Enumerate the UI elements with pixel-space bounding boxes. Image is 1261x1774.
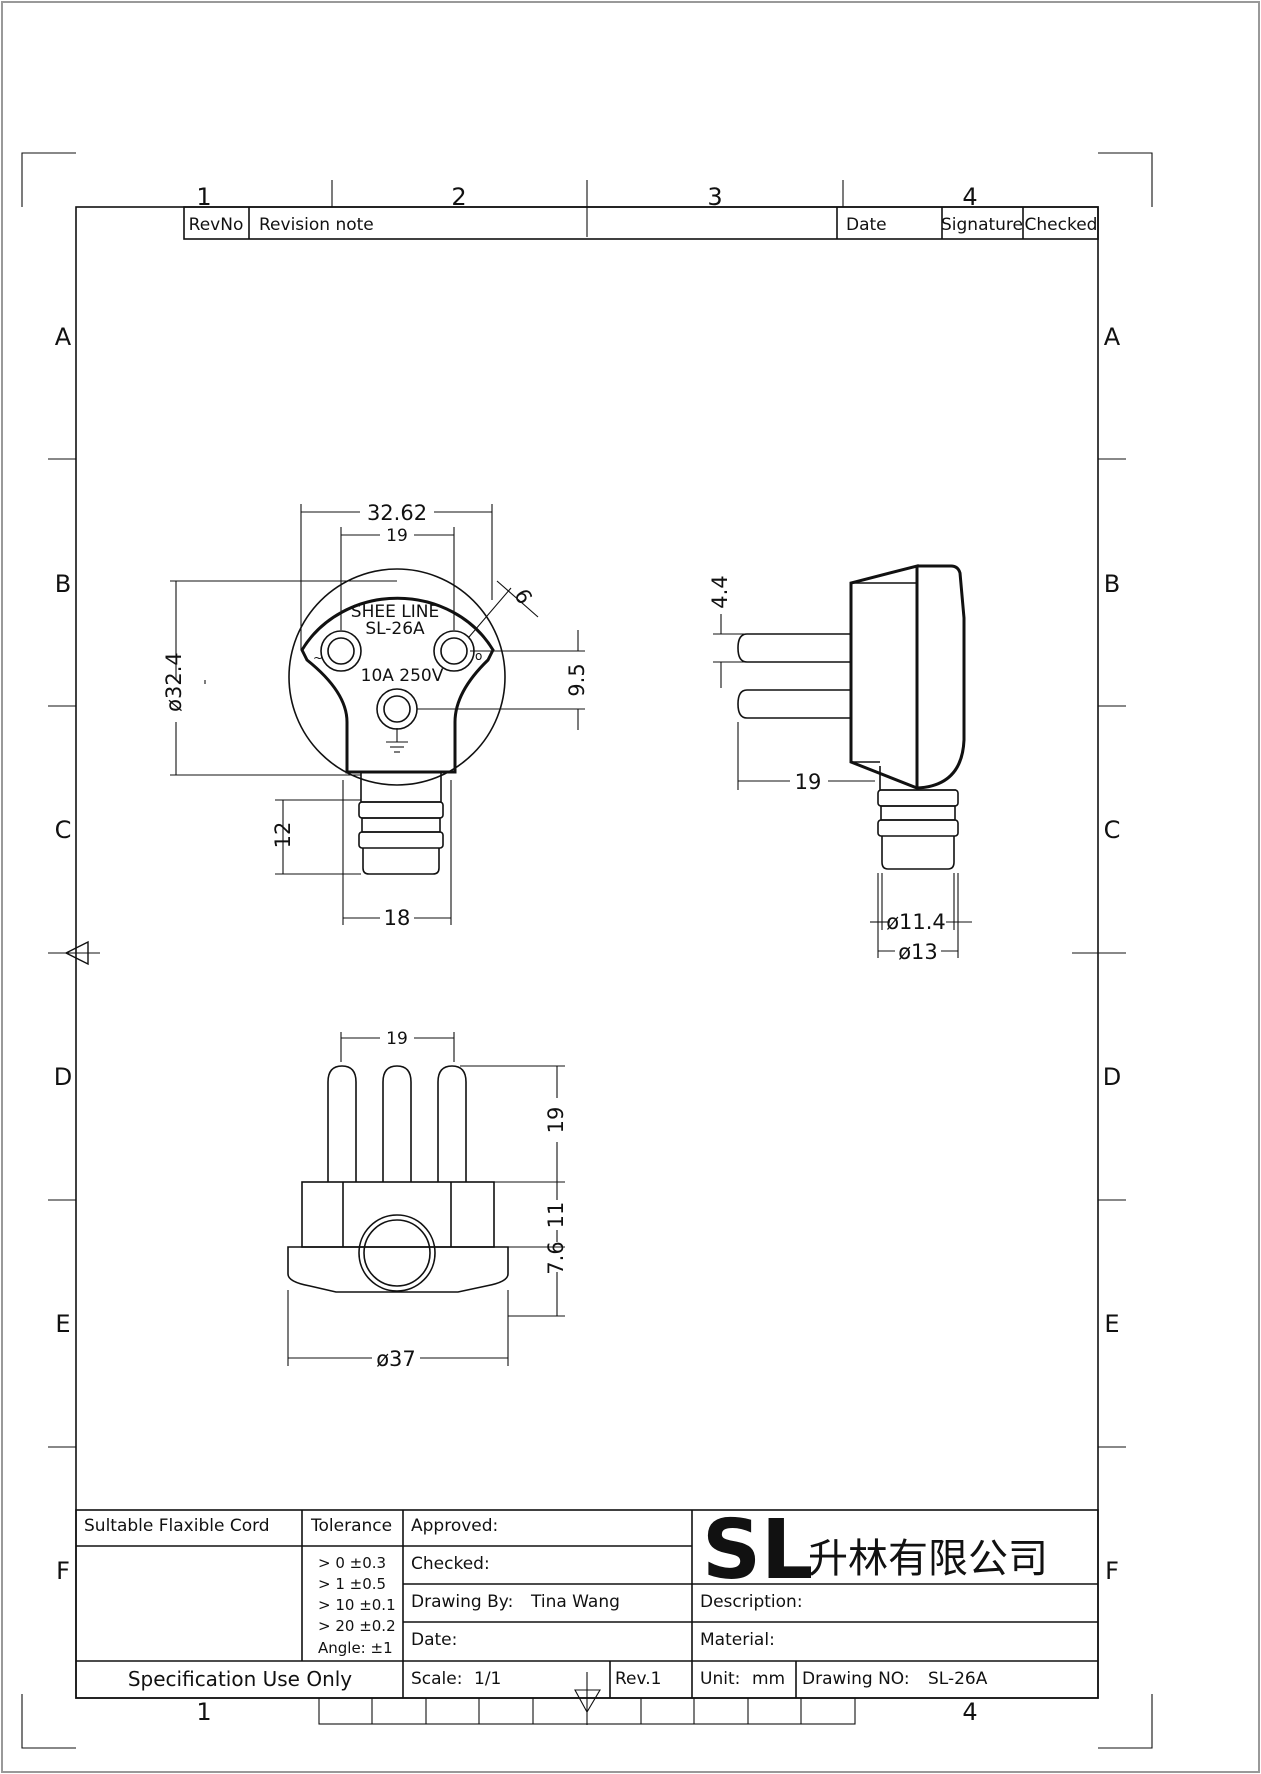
dim-pin-length-side: 19	[795, 770, 822, 794]
revision-table: RevNo Revision note Date Signature Check…	[183, 206, 1099, 240]
zone-col-1-bottom: 1	[196, 1698, 211, 1726]
tolerance-angle: Angle: ±1	[318, 1639, 393, 1657]
dim-sleeve-length: 12	[271, 822, 295, 849]
front-view: SHEE LINE SL-26A 10A 250V ~ o	[204, 568, 506, 875]
cord-header: Sultable Flaxible Cord	[84, 1516, 270, 1536]
rev-no-header: RevNo	[189, 215, 244, 235]
drawing-no-value: SL-26A	[928, 1669, 988, 1689]
rev-note-header: Revision note	[259, 215, 374, 235]
crop-marks	[21, 152, 1153, 1749]
zone-row-c: C	[55, 816, 72, 844]
zone-row-f: F	[56, 1557, 70, 1585]
dim-cord-outer: ø13	[898, 940, 938, 964]
dim-width-outer: 32.62	[367, 501, 427, 525]
plug-rating: 10A 250V	[361, 666, 444, 686]
zone-row-d-right: D	[1103, 1063, 1121, 1091]
rev-checked-header: Checked	[1025, 215, 1098, 235]
dim-cap-height: 11	[544, 1202, 568, 1229]
zone-col-4: 4	[962, 183, 977, 211]
dim-base-diameter: ø37	[376, 1347, 416, 1371]
zone-row-f-right: F	[1105, 1557, 1119, 1585]
zone-row-c-right: C	[1104, 816, 1121, 844]
bottom-view	[287, 1065, 509, 1293]
dim-cord-inner: ø11.4	[886, 910, 946, 934]
zone-row-b-right: B	[1104, 570, 1120, 598]
bottom-dimensions	[287, 1032, 565, 1366]
side-view	[737, 564, 966, 870]
dim-sleeve-width: 18	[384, 906, 411, 930]
title-block	[75, 1509, 1099, 1699]
drawing-by-value: Tina Wang	[530, 1592, 620, 1612]
zone-col-1: 1	[196, 183, 211, 211]
plug-brand: SHEE LINE	[351, 602, 439, 622]
zone-row-e: E	[55, 1310, 70, 1338]
unit-value: mm	[752, 1669, 785, 1689]
scale-value: 1/1	[474, 1669, 501, 1689]
zone-col-4-bottom: 4	[962, 1698, 977, 1726]
side-dimensions	[713, 614, 972, 958]
dim-pin-diameter: 6	[509, 585, 536, 609]
scale-label: Scale:	[411, 1669, 462, 1689]
zone-row-e-right: E	[1104, 1310, 1119, 1338]
live-mark: ~	[313, 651, 323, 665]
drawing-by-label: Drawing By:	[411, 1592, 513, 1612]
front-dimensions	[170, 504, 585, 925]
zone-ticks	[48, 180, 1126, 1448]
tolerance-header: Tolerance	[310, 1516, 392, 1536]
zone-row-a-right: A	[1104, 323, 1121, 351]
dim-pin-spacing-bottom: 19	[386, 1029, 408, 1049]
date-label: Date:	[411, 1630, 457, 1650]
dim-face-diameter: ø32.4	[162, 652, 186, 712]
zone-row-d: D	[54, 1063, 72, 1091]
spec-use: Specification Use Only	[128, 1667, 352, 1691]
description-label: Description:	[700, 1592, 803, 1612]
company-logo: SL	[702, 1503, 813, 1598]
tolerance-3: > 20 ±0.2	[318, 1617, 396, 1635]
zone-row-a: A	[55, 323, 72, 351]
dim-pin-height-side: 4.4	[708, 575, 732, 608]
company-name: 升林有限公司	[808, 1536, 1048, 1582]
center-mark-icon	[64, 940, 89, 966]
zone-col-2: 2	[451, 183, 466, 211]
dim-pin-length-bottom: 19	[544, 1107, 568, 1134]
tolerance-0: > 0 ±0.3	[318, 1554, 386, 1572]
approved-label: Approved:	[411, 1516, 498, 1536]
dim-pin-spacing: 19	[386, 526, 408, 546]
checked-label: Checked:	[411, 1554, 490, 1574]
revision: Rev.1	[615, 1669, 661, 1689]
scale-ruler	[318, 1697, 856, 1725]
tolerance-1: > 1 ±0.5	[318, 1575, 386, 1593]
rev-signature-header: Signature	[941, 215, 1023, 235]
zone-col-3: 3	[707, 183, 722, 211]
dim-vertical-offset: 9.5	[565, 663, 589, 696]
rev-date-header: Date	[846, 215, 887, 235]
dim-base-height: 7.6	[544, 1241, 568, 1274]
neutral-mark: o	[475, 649, 482, 663]
zone-row-b: B	[55, 570, 71, 598]
drawing-no-label: Drawing NO:	[802, 1669, 910, 1689]
tolerance-2: > 10 ±0.1	[318, 1596, 396, 1614]
ground-icon	[386, 728, 408, 753]
plug-model: SL-26A	[365, 619, 425, 639]
material-label: Material:	[700, 1630, 775, 1650]
unit-label: Unit:	[700, 1669, 740, 1689]
drawing-frame	[75, 206, 1099, 1699]
